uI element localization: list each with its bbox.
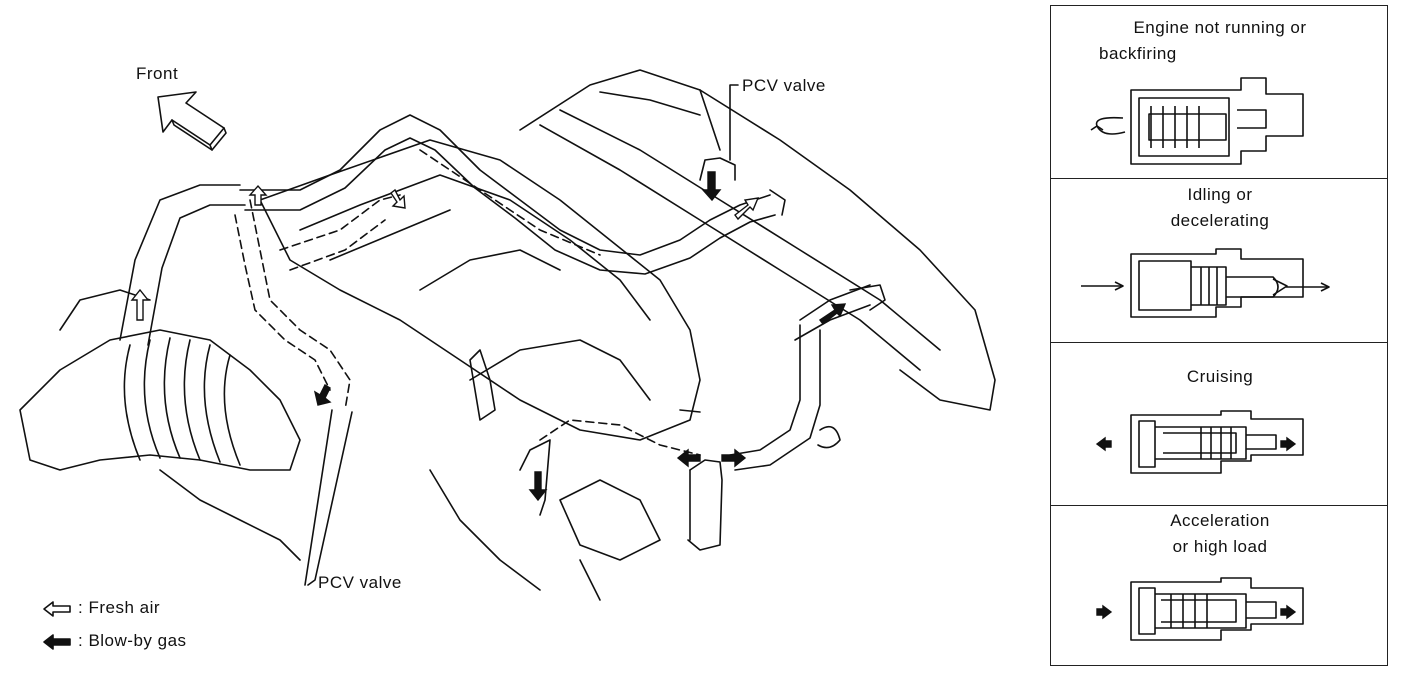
- state-title-line2: or high load: [1172, 537, 1268, 556]
- legend-fresh-air-label: : Fresh air: [78, 598, 161, 617]
- pcv-valve-label-bottom: PCV valve: [318, 573, 402, 592]
- state-title-line2: decelerating: [1170, 211, 1270, 230]
- solid-arrow-icon: [43, 633, 71, 650]
- outline-arrow-icon: [43, 600, 71, 617]
- pcv-valve-small-flow-icon: [1081, 248, 1330, 318]
- legend-fresh-air: : Fresh air: [42, 598, 160, 618]
- state-title-line2: backfiring: [1099, 44, 1177, 63]
- pcv-valve-states-panel: Engine not running or backfiring Idling …: [1050, 5, 1388, 666]
- legend-blow-by-gas: : Blow-by gas: [42, 631, 187, 651]
- pcv-valve-label-top: PCV valve: [742, 76, 826, 95]
- engine-illustration: [19, 69, 996, 601]
- state-title-line1: Idling or: [1187, 185, 1253, 204]
- state-acceleration-high-load: Acceleration or high load: [1051, 506, 1387, 664]
- state-title-line1: Acceleration: [1170, 511, 1270, 530]
- front-arrow-icon: [157, 91, 227, 151]
- legend-blow-by-gas-label: : Blow-by gas: [78, 631, 187, 650]
- state-title-line1: Cruising: [1186, 367, 1254, 386]
- pcv-valve-closed-icon: [1090, 77, 1304, 165]
- state-cruising: Cruising: [1051, 343, 1387, 506]
- state-engine-not-running: Engine not running or backfiring: [1051, 6, 1387, 179]
- front-label: Front: [136, 64, 179, 83]
- pcv-valve-large-flow-icon: [1096, 577, 1304, 641]
- pcv-valve-medium-flow-icon: [1095, 410, 1304, 474]
- state-idling-decelerating: Idling or decelerating: [1051, 179, 1387, 343]
- state-title-line1: Engine not running or: [1133, 18, 1307, 37]
